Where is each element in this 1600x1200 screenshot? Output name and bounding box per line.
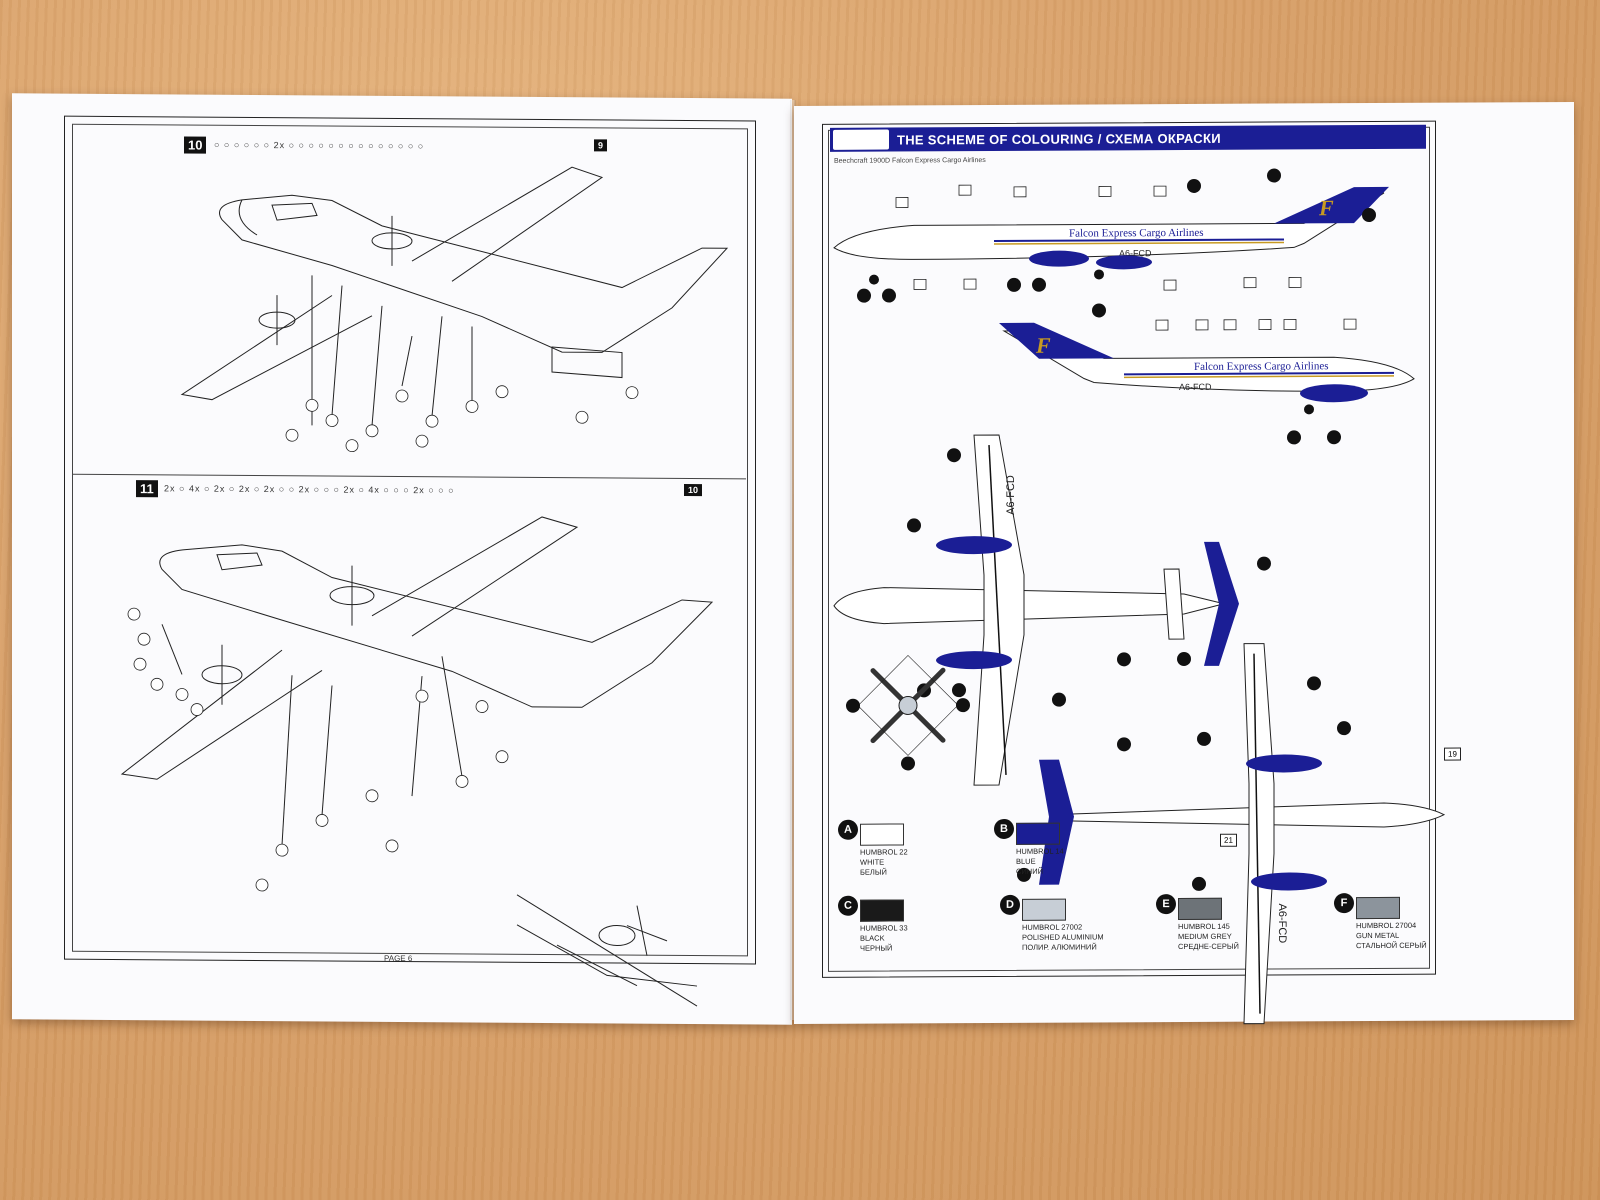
step-11-detail-inset	[516, 894, 698, 1007]
step-parts-list: 2x ○ 4x ○ 2x ○ 2x ○ 2x ○ ○ 2x ○ ○ ○ 2x ○…	[164, 483, 455, 496]
wing-registration: A6-FCD	[1005, 475, 1017, 515]
wing-registration: A6-FCD	[1276, 903, 1288, 943]
color-chip	[1356, 896, 1400, 920]
color-letter: A	[838, 819, 858, 840]
instruction-page-right: THE SCHEME OF COLOURING / СХЕМА ОКРАСКИ …	[794, 101, 1574, 1025]
step-end-badge: 9	[594, 139, 608, 152]
colour-scheme-header: THE SCHEME OF COLOURING / СХЕМА ОКРАСКИ	[830, 124, 1426, 152]
tail-logo: F	[1035, 333, 1051, 358]
page-number: PAGE 6	[384, 953, 413, 964]
brand-logo	[833, 129, 889, 150]
color-letter: F	[1334, 893, 1354, 914]
color-letter: D	[1000, 894, 1020, 915]
aircraft-subtitle: Beechcraft 1900D Falcon Express Cargo Ai…	[834, 157, 986, 165]
top-view: A6-FCD	[833, 434, 1271, 786]
propeller-detail	[846, 655, 970, 771]
bottom-view: A6-FCD	[1017, 643, 1446, 1025]
callout-21: 21	[1220, 833, 1237, 847]
page-fold	[790, 100, 796, 1020]
side-profile-view-right: Falcon Express Cargo Airlines A6-FCD F	[999, 303, 1415, 445]
page-title: THE SCHEME OF COLOURING / СХЕМА ОКРАСКИ	[897, 130, 1221, 148]
step-11-assembly-drawing	[120, 516, 714, 892]
step-number: 11	[136, 480, 158, 498]
color-chip	[1016, 822, 1060, 845]
instruction-page-left: 10 ○ ○ ○ ○ ○ ○ 2x ○ ○ ○ ○ ○ ○ ○ ○ ○ ○ ○ …	[12, 93, 792, 1025]
step-number: 10	[184, 136, 207, 154]
color-chip	[1022, 898, 1066, 921]
color-letter: C	[838, 895, 858, 916]
color-letter: B	[994, 818, 1014, 839]
color-chip	[1178, 897, 1222, 921]
step-end-badge: 10	[684, 483, 703, 497]
color-chip	[860, 899, 904, 922]
color-letter: E	[1156, 894, 1176, 915]
side-profile-view: Falcon Express Cargo Airlines A6-FCD F	[833, 168, 1389, 303]
tail-logo: F	[1318, 195, 1334, 220]
livery-registration: A6-FCD	[1119, 248, 1152, 258]
step-10-assembly-drawing	[180, 166, 729, 453]
step-parts-list: ○ ○ ○ ○ ○ ○ 2x ○ ○ ○ ○ ○ ○ ○ ○ ○ ○ ○ ○ ○…	[214, 139, 425, 152]
livery-registration: A6-FCD	[1179, 382, 1212, 392]
color-chip	[860, 823, 904, 846]
livery-fuselage-text: Falcon Express Cargo Airlines	[1194, 360, 1329, 373]
livery-fuselage-text: Falcon Express Cargo Airlines	[1069, 227, 1204, 240]
callout-19: 19	[1444, 747, 1461, 761]
